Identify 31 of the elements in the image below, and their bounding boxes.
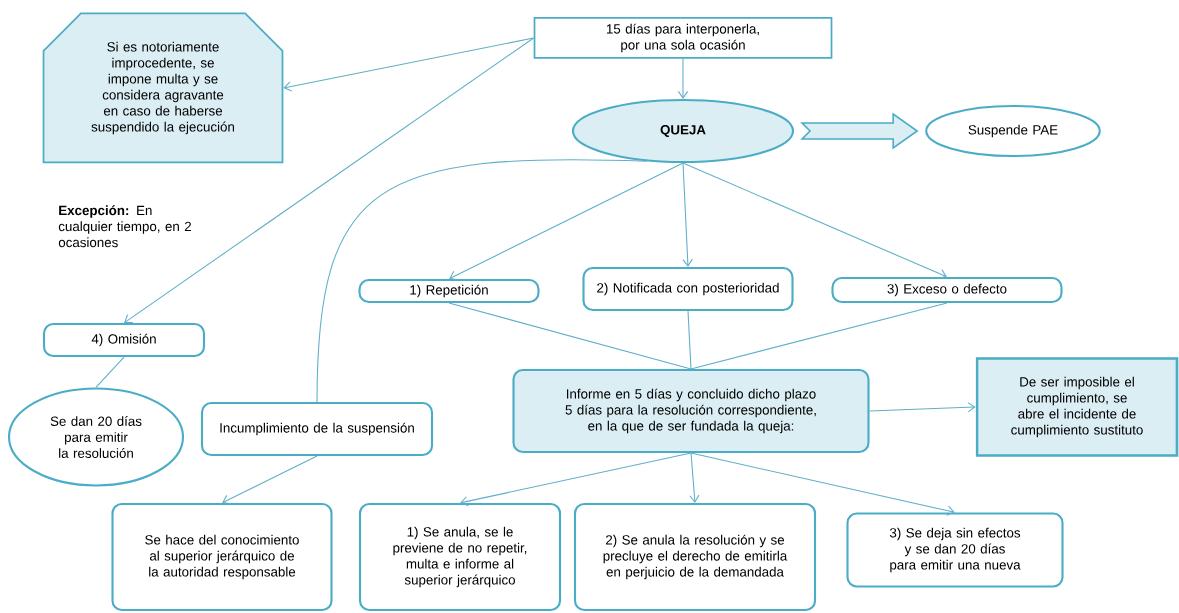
- result-box: 3) Se deja sin efectos y se dan 20 días para emitir una nueva: [846, 512, 1064, 588]
- arrow: [449, 162, 684, 281]
- arrow: [460, 452, 692, 507]
- case-box: 4) Omisión: [42, 322, 206, 358]
- result-box: Se hace del conocimiento al superior jerárquico de la autoridad responsable: [111, 502, 333, 612]
- arrow: [690, 452, 955, 516]
- connector-line: [316, 159, 648, 403]
- case-box: 3) Exceso o defecto: [831, 276, 1063, 304]
- arrow: [124, 37, 535, 323]
- arrow: [682, 162, 693, 267]
- case-box: 1) Repetición: [358, 278, 540, 304]
- case-box: 2) Notificada con posterioridad: [582, 266, 794, 312]
- arrow: [682, 162, 947, 279]
- connector-line: [95, 356, 125, 388]
- connector-line: [687, 310, 692, 370]
- note-box: De ser imposible el cumplimiento, se abre el incidente de cumplimiento sustituto: [975, 357, 1179, 457]
- text-box: 15 días para interponerla, por una sola ocasión: [533, 17, 833, 59]
- process-box: Informe en 5 días y concluido dicho plazo 5 días para la resolución correspondiente, en la que de ser fundada la queja:: [512, 368, 870, 454]
- arrow: [689, 452, 700, 503]
- arrow: [677, 58, 689, 99]
- process-box: Incumplimiento de la suspensión: [200, 401, 434, 457]
- result-box: 1) Se anula, se le previene de no repetir, multa e informe al superior jerárquico: [358, 502, 562, 612]
- connector-line: [690, 302, 948, 370]
- connector-line: [448, 302, 692, 370]
- arrow: [222, 455, 318, 505]
- arrow: [869, 402, 976, 413]
- note-box: Si es notoriamente improcedente, se impone multa y se considera agravante en caso de haberse suspendido la ejecución: [42, 12, 284, 164]
- note-text: Excepción: En cualquier tiempo, en 2 ocasiones: [58, 205, 191, 248]
- result-box: 2) Se anula la resolución y se precluye el derecho de emitirla en perjuicio de la demandada: [573, 502, 817, 612]
- arrow: [283, 37, 535, 92]
- block-arrow: [800, 112, 919, 150]
